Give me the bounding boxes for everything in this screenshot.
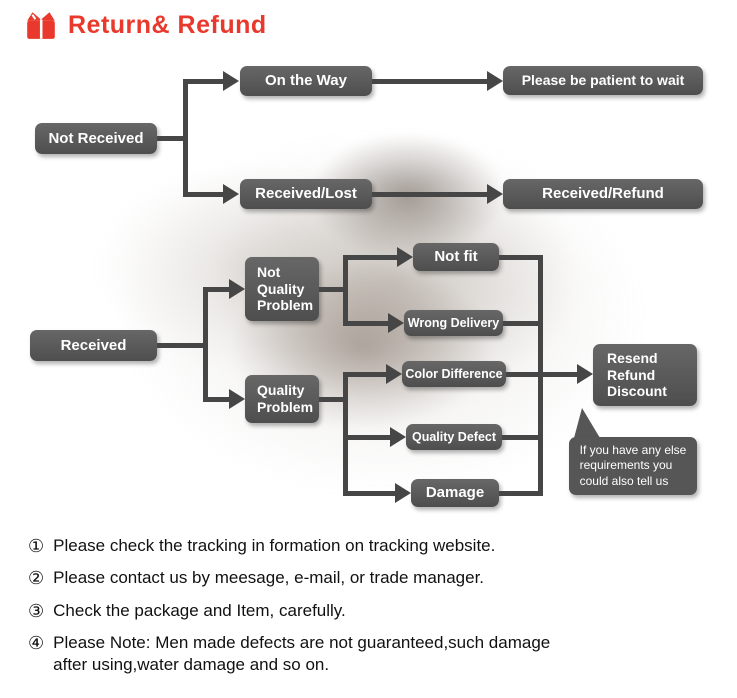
notes-list: ① Please check the tracking in formation… [28,535,720,685]
node-be-patient: Please be patient to wait [503,66,703,95]
list-item: ① Please check the tracking in formation… [28,535,720,558]
page-title: Return& Refund [68,10,267,39]
flow-connector [343,255,399,260]
list-item: ④ Please Note: Men made defects are not … [28,632,720,676]
flow-connector [343,372,348,496]
flow-connector [183,79,188,197]
arrowhead-icon [487,71,503,91]
arrowhead-icon [577,364,593,384]
flow-connector [499,491,543,496]
flow-connector [372,79,488,84]
list-item: ② Please contact us by meesage, e-mail, … [28,567,720,590]
flow-connector [506,372,543,377]
arrowhead-icon [487,184,503,204]
arrowhead-icon [229,279,245,299]
package-icon [24,8,58,42]
node-quality-problem: Quality Problem [245,375,319,423]
header: Return& Refund [24,8,267,42]
flow-connector [203,397,229,402]
flow-connector [157,343,207,348]
node-damage: Damage [411,479,499,507]
flow-connector [502,435,543,440]
node-not-quality-problem: Not Quality Problem [245,257,319,321]
node-color-difference: Color Difference [402,361,506,387]
arrowhead-icon [397,247,413,267]
flow-connector [203,287,208,402]
flow-connector [319,397,348,402]
flow-connector [343,321,390,326]
node-received-refund: Received/Refund [503,179,703,209]
note-text: Check the package and Item, carefully. [53,600,346,620]
flow-connector [343,255,348,326]
node-wrong-delivery: Wrong Delivery [404,310,503,336]
arrowhead-icon [223,184,239,204]
list-item: ③ Check the package and Item, carefully. [28,600,720,623]
note-text: Please Note: Men made defects are not gu… [53,633,551,675]
arrowhead-icon [388,313,404,333]
speech-bubble: If you have any else requirements you co… [569,437,697,495]
node-not-received: Not Received [35,123,157,154]
flow-connector [538,372,579,377]
note-number: ① [28,536,45,556]
arrowhead-icon [386,364,402,384]
flow-connector [319,287,348,292]
node-resolution: Resend Refund Discount [593,344,697,406]
flow-connector [343,372,388,377]
flow-connector [183,79,223,84]
note-text: Please check the tracking in formation o… [53,536,496,555]
arrowhead-icon [395,483,411,503]
flow-connector [343,435,392,440]
arrowhead-icon [390,427,406,447]
note-number: ② [28,568,45,589]
flow-connector [203,287,229,292]
node-on-the-way: On the Way [240,66,372,96]
flow-connector [157,136,188,141]
note-number: ④ [28,633,45,654]
node-received-lost: Received/Lost [240,179,372,209]
note-number: ③ [28,600,45,621]
flow-connector [372,192,488,197]
note-text: Please contact us by meesage, e-mail, or… [53,568,485,588]
speech-bubble-tail [574,408,600,438]
flow-connector [183,192,223,197]
flow-connector [499,255,543,260]
flow-connector [503,321,543,326]
node-received: Received [30,330,157,361]
node-quality-defect: Quality Defect [406,424,502,450]
arrowhead-icon [229,389,245,409]
node-not-fit: Not fit [413,243,499,271]
arrowhead-icon [223,71,239,91]
flow-connector [343,491,397,496]
